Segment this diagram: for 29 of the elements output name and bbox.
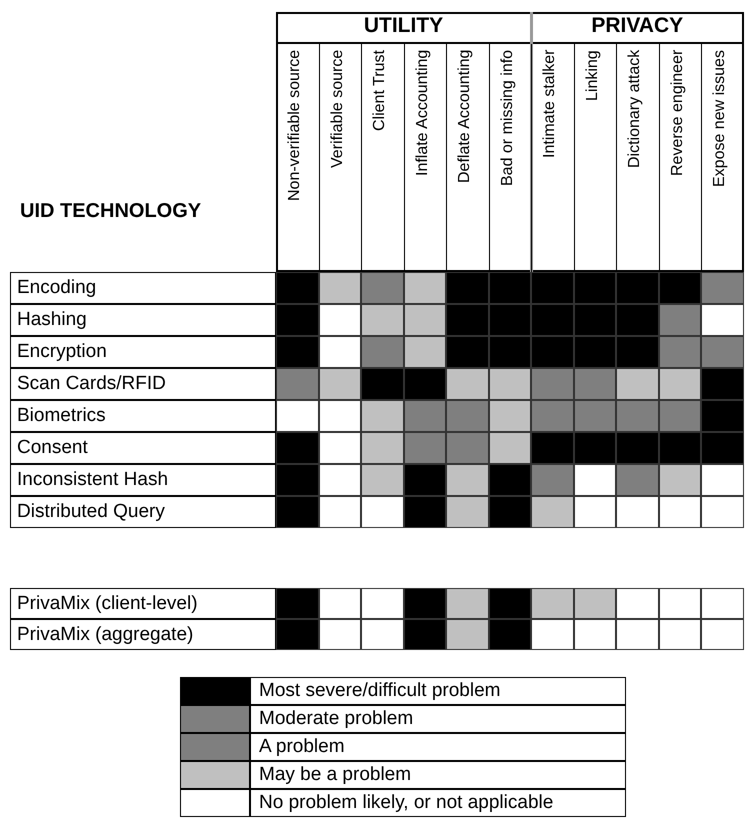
column-header: Expose new issues [711, 50, 729, 189]
legend-label: A problem [250, 733, 626, 761]
column-header: Bad or missing info [498, 50, 516, 188]
row-label: Hashing [10, 304, 276, 336]
legend-label: Most severe/difficult problem [250, 677, 626, 705]
row-label: Consent [10, 432, 276, 464]
row-label: PrivaMix (client-level) [10, 588, 276, 619]
row-label: PrivaMix (aggregate) [10, 619, 276, 650]
row-label: Scan Cards/RFID [10, 368, 276, 400]
column-header: Linking [584, 50, 602, 103]
row-label: Encoding [10, 272, 276, 304]
row-label: Encryption [10, 336, 276, 368]
group-heading: PRIVACY [590, 14, 684, 39]
table-heading: UID TECHNOLOGY [20, 200, 202, 224]
column-header: Verifiable source [328, 50, 346, 170]
column-header: Dictionary attack [626, 50, 644, 170]
legend-label: Moderate problem [250, 705, 626, 733]
group-heading: UTILITY [362, 14, 444, 39]
row-label: Inconsistent Hash [10, 464, 276, 496]
row-label: Biometrics [10, 400, 276, 432]
column-header: Deflate Accounting [456, 50, 474, 186]
legend-label: No problem likely, or not applicable [250, 789, 626, 817]
column-header: Non-verifiable source [286, 50, 304, 204]
column-header: Client Trust [371, 50, 389, 133]
column-header: Inflate Accounting [414, 50, 432, 178]
column-header: Reverse engineer [668, 50, 686, 178]
column-header: Intimate stalker [541, 50, 559, 160]
row-label: Distributed Query [10, 496, 276, 528]
legend-label: May be a problem [250, 761, 626, 789]
